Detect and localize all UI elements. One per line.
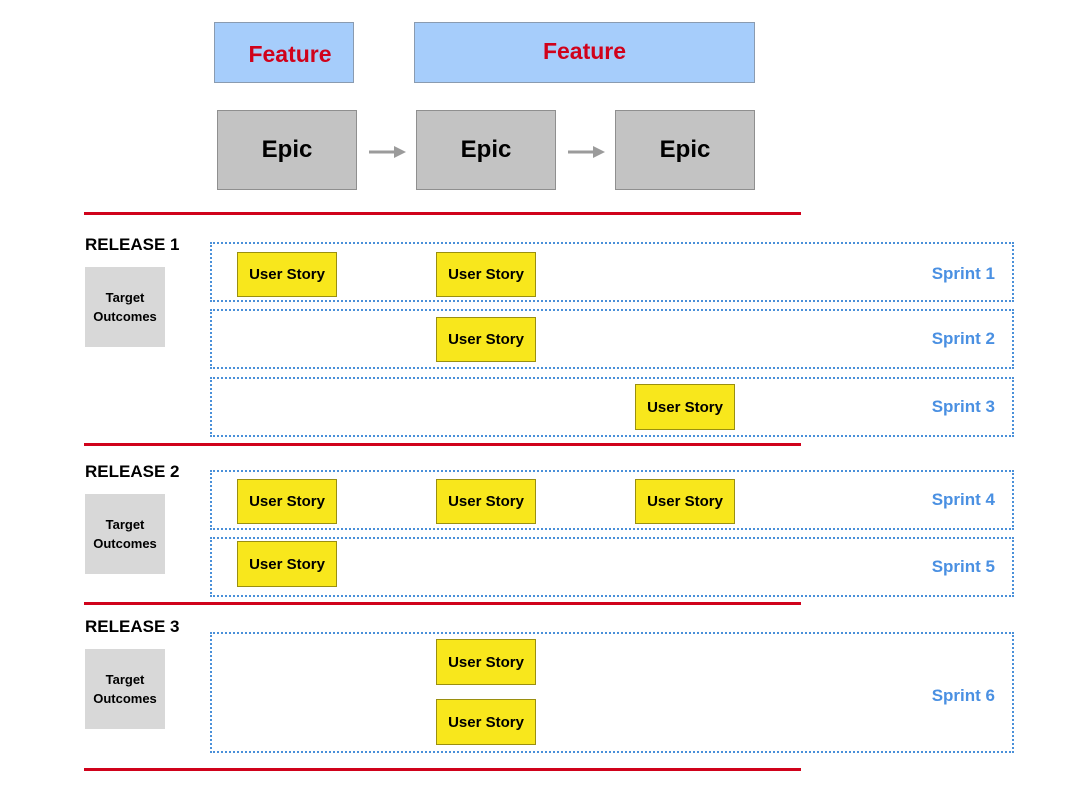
- target-outcomes-box: Target Outcomes: [85, 649, 165, 729]
- user-story-card: User Story: [635, 384, 735, 430]
- sprint-lane-6: [210, 632, 1014, 753]
- arrow-right-icon: [369, 146, 406, 158]
- epic-box-1: Epic: [217, 110, 357, 190]
- release-title: RELEASE 1: [85, 235, 180, 254]
- sprint-label: Sprint 2: [931, 329, 995, 348]
- sprint-lane-4: [210, 470, 1014, 530]
- user-story-card: User Story: [237, 479, 337, 524]
- release-title: RELEASE 3: [85, 617, 180, 636]
- sprint-lane-1: [210, 242, 1014, 302]
- outcomes-label-line1: Target: [105, 517, 145, 532]
- user-story-card: User Story: [237, 252, 337, 297]
- sprint-label: Sprint 5: [931, 557, 995, 576]
- release-divider: [84, 443, 801, 446]
- outcomes-label-line2: Outcomes: [93, 691, 157, 706]
- user-story-card: User Story: [237, 541, 337, 587]
- sprint-lane-2: [210, 309, 1014, 369]
- user-story-card: User Story: [436, 699, 536, 745]
- feature-box-1: Feature: [214, 22, 354, 83]
- user-story-card: User Story: [436, 252, 536, 297]
- sprint-label: Sprint 1: [931, 264, 995, 283]
- outcomes-label-line2: Outcomes: [93, 536, 157, 551]
- epic-box-3: Epic: [615, 110, 755, 190]
- outcomes-label-line1: Target: [105, 290, 145, 305]
- sprint-label: Sprint 3: [931, 397, 995, 416]
- user-story-card: User Story: [436, 479, 536, 524]
- epic-box-2: Epic: [416, 110, 556, 190]
- sprint-lane-3: [210, 377, 1014, 437]
- sprint-label: Sprint 6: [931, 686, 995, 705]
- user-story-card: User Story: [436, 317, 536, 362]
- release-divider: [84, 768, 801, 771]
- feature-box-2: Feature: [414, 22, 755, 83]
- user-story-card: User Story: [436, 639, 536, 685]
- release-divider: [84, 212, 801, 215]
- sprint-label: Sprint 4: [931, 490, 995, 509]
- target-outcomes-box: Target Outcomes: [85, 494, 165, 574]
- outcomes-label-line2: Outcomes: [93, 309, 157, 324]
- outcomes-label-line1: Target: [105, 672, 145, 687]
- release-title: RELEASE 2: [85, 462, 180, 481]
- user-story-card: User Story: [635, 479, 735, 524]
- arrow-right-icon: [568, 146, 605, 158]
- target-outcomes-box: Target Outcomes: [85, 267, 165, 347]
- sprint-lane-5: [210, 537, 1014, 597]
- release-divider: [84, 602, 801, 605]
